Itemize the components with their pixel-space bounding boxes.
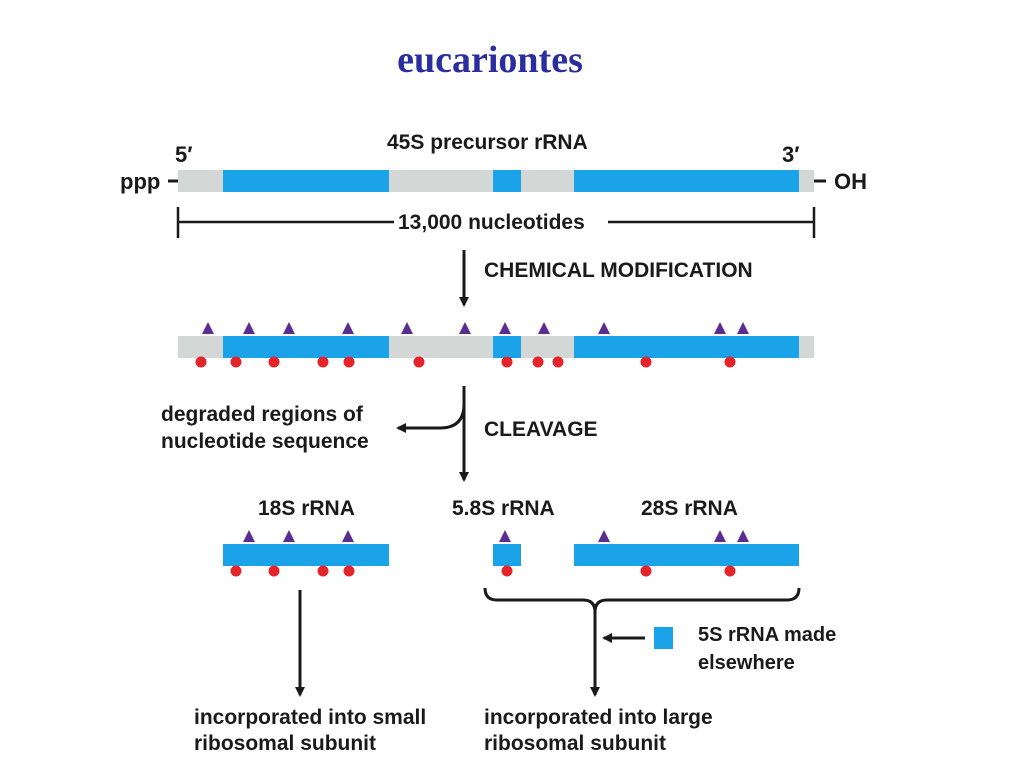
triangle-marker [737, 322, 749, 334]
triangle-marker [714, 530, 726, 542]
segment-28s [574, 544, 799, 566]
oh-end-label: OH [834, 169, 867, 194]
dot-marker [195, 356, 207, 368]
label-5-8s-rrna: 5.8S rRNA [452, 497, 555, 520]
precursor-rna-strand [178, 170, 814, 192]
segment-5-8s [493, 170, 521, 192]
length-label: 13,000 nucleotides [398, 211, 585, 234]
dot-marker [640, 565, 652, 577]
segment-28s [574, 336, 799, 358]
triangle-marker [202, 322, 214, 334]
five-s-label-line1: 5S rRNA made [698, 624, 836, 646]
triangle-marker [499, 322, 511, 334]
triangle-marker [499, 530, 511, 542]
dot-marker [724, 565, 736, 577]
dot-marker [343, 565, 355, 577]
small-subunit-label-line1: incorporated into small [194, 706, 426, 729]
dot-marker [501, 356, 513, 368]
triangle-marker [459, 322, 471, 334]
precursor-label: 45S precursor rRNA [387, 131, 588, 154]
triangle-marker [283, 322, 295, 334]
degraded-label-line2: nucleotide sequence [161, 430, 369, 453]
triangle-marker [243, 530, 255, 542]
triangle-marker [714, 322, 726, 334]
degraded-label-line1: degraded regions of [161, 403, 364, 426]
dot-marker [532, 356, 544, 368]
modified-rna-strand [178, 336, 814, 358]
dot-marker [501, 565, 513, 577]
segment-28s [574, 170, 799, 192]
dot-marker [268, 565, 280, 577]
five-s-rrna-square [654, 627, 673, 649]
label-18s-rrna: 18S rRNA [258, 497, 355, 520]
triangle-marker [598, 322, 610, 334]
segment-5-8s [493, 544, 521, 566]
triangle-marker [342, 530, 354, 542]
dot-marker [317, 356, 329, 368]
segment-5-8s [493, 336, 521, 358]
triangle-marker [243, 322, 255, 334]
five-prime-label: 5′ [175, 142, 193, 167]
dot-marker [317, 565, 329, 577]
length-bracket [176, 207, 816, 238]
triangle-marker [342, 322, 354, 334]
product-18s-rrna [223, 530, 389, 577]
dot-marker [230, 565, 242, 577]
ppp-end-label: ppp [120, 169, 160, 194]
segment-18s [223, 544, 389, 566]
degraded-branch-arrow [396, 403, 466, 433]
triangle-marker [538, 322, 550, 334]
large-subunit-label-line1: incorporated into large [484, 706, 713, 729]
large-subunit-brace [483, 587, 801, 613]
five-s-label-line2: elsewhere [698, 652, 795, 674]
dot-marker [724, 356, 736, 368]
triangle-marker [401, 322, 413, 334]
product-28s-rrna [574, 530, 799, 577]
large-subunit-label-line2: ribosomal subunit [484, 732, 666, 755]
dot-marker [413, 356, 425, 368]
triangle-marker [598, 530, 610, 542]
triangle-marker [283, 530, 295, 542]
segment-18s [223, 336, 389, 358]
small-subunit-label-line2: ribosomal subunit [194, 732, 376, 755]
three-prime-label: 3′ [782, 142, 800, 167]
dot-marker [552, 356, 564, 368]
slide-title: eucariontes [397, 39, 583, 81]
chemical-modification-label: CHEMICAL MODIFICATION [484, 259, 753, 282]
modified-base-markers [195, 356, 736, 368]
label-28s-rrna: 28S rRNA [641, 497, 738, 520]
modified-methylation-markers [202, 322, 749, 334]
dot-marker [268, 356, 280, 368]
dot-marker [640, 356, 652, 368]
cleavage-label: CLEAVAGE [484, 418, 598, 441]
segment-18s [223, 170, 389, 192]
product-5-8s-rrna [493, 530, 521, 577]
dot-marker [343, 356, 355, 368]
dot-marker [230, 356, 242, 368]
triangle-marker [737, 530, 749, 542]
